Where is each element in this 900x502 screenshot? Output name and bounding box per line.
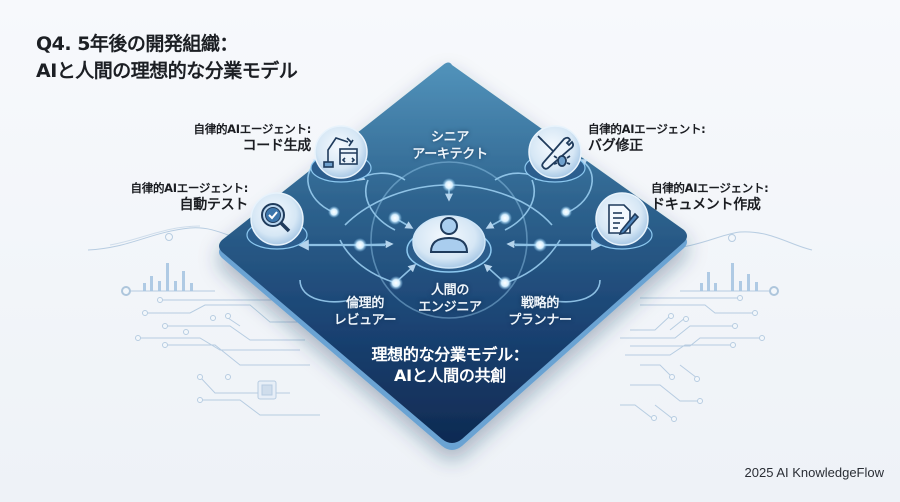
person-icon bbox=[429, 217, 469, 253]
footer-credit: 2025 AI KnowledgeFlow bbox=[744, 465, 884, 480]
title-line-1: Q4. 5年後の開発組織： bbox=[36, 33, 238, 55]
role-label-strategic-planner: 戦略的 プランナー bbox=[508, 296, 572, 328]
bar-chart-decoration bbox=[143, 263, 758, 291]
agent-label-bug-fix: 自律的AIエージェント: バグ修正 bbox=[588, 122, 706, 154]
agent-label-automated-testing: 自律的AIエージェント: 自動テスト bbox=[130, 181, 249, 213]
robot-arm-code-icon bbox=[323, 137, 358, 168]
agent-label-documentation: 自律的AIエージェント: ドキュメント作成 bbox=[651, 181, 769, 213]
title-line-2: AIと人間の理想的な分業モデル bbox=[36, 60, 298, 82]
role-label-senior-architect: シニア アーキテクト bbox=[412, 130, 488, 162]
page-title: Q4. 5年後の開発組織： AIと人間の理想的な分業モデル bbox=[36, 31, 298, 85]
diagram-caption: 理想的な分業モデル： AIと人間の共創 bbox=[371, 345, 529, 385]
agent-label-code-generation: 自律的AIエージェント: コード生成 bbox=[193, 122, 312, 154]
center-label-human-engineer: 人間の エンジニア bbox=[418, 283, 482, 315]
agent-node-documentation bbox=[591, 192, 653, 250]
agent-node-automated-testing bbox=[246, 192, 308, 250]
wrench-bug-icon bbox=[537, 135, 575, 170]
center-node-human-engineer bbox=[406, 215, 492, 273]
connection-lines bbox=[297, 159, 603, 319]
agent-node-bug-fix bbox=[524, 125, 586, 183]
connection-nodes bbox=[328, 178, 572, 290]
magnifier-check-icon bbox=[261, 203, 291, 233]
agent-node-code-generation bbox=[310, 125, 372, 183]
document-pen-icon bbox=[608, 204, 640, 236]
role-label-ethical-reviewer: 倫理的 レビュアー bbox=[333, 296, 397, 328]
